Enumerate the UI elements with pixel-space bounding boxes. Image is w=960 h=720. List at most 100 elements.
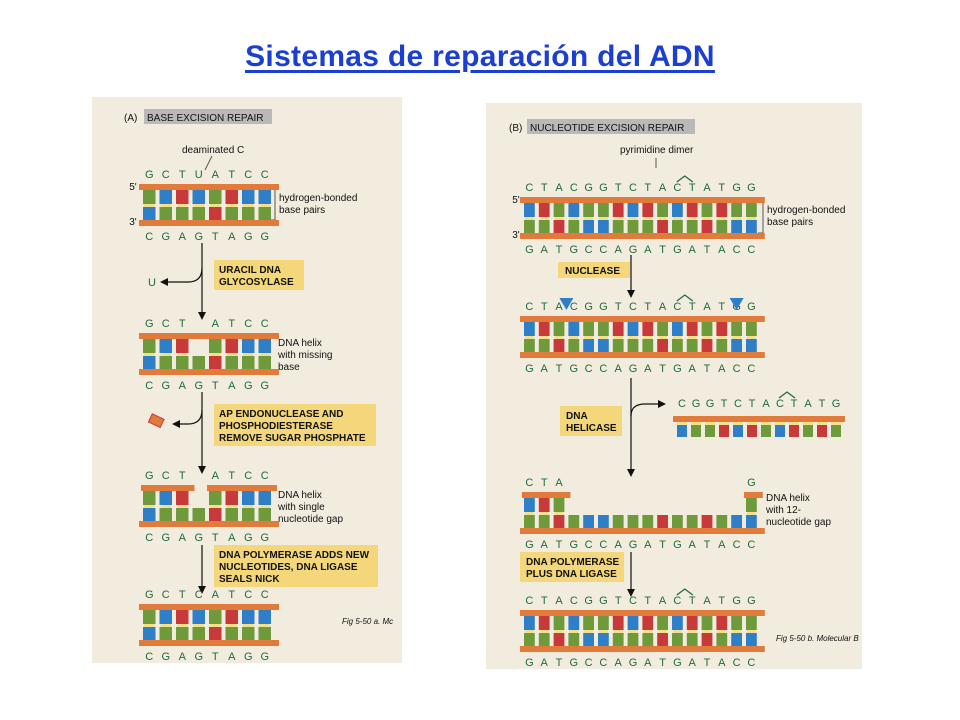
b3-bottom-letter-2: T <box>556 539 563 551</box>
b4-bottom-base-4 <box>583 633 594 646</box>
a4-bottom-base-2 <box>176 627 189 640</box>
b2-top-letter-3: C <box>570 301 578 313</box>
b3-bottom-letter-1: A <box>541 539 549 551</box>
a3-top-letter-6: C <box>244 470 252 482</box>
b3-bottom-base-9 <box>657 515 668 528</box>
b2-bottom-letter-6: A <box>615 363 623 375</box>
b3-bottom-base-15 <box>746 515 757 528</box>
b1-top-bond-13 <box>717 217 727 220</box>
a4-top-bond-0 <box>144 624 155 627</box>
b1-bottom-base-15 <box>746 220 757 233</box>
excised-letter-10: T <box>819 398 826 410</box>
a-strand-3: 3' <box>129 217 137 228</box>
a1-bottom-base-6 <box>242 207 255 220</box>
b4-bottom-base-11 <box>686 633 698 646</box>
b1-bottom-letter-13: A <box>718 244 726 256</box>
a4-top-letter-2: T <box>179 589 186 601</box>
b4-bottom-letter-12: T <box>704 657 711 669</box>
excised-base-2 <box>705 425 715 437</box>
a2-bottom-base-7 <box>258 356 271 369</box>
b1-top-letter-7: C <box>629 182 637 194</box>
b2-top-base-5 <box>598 322 609 336</box>
b4-top-bond-12 <box>702 630 712 633</box>
b1-top-bond-3 <box>569 217 579 220</box>
dna-polymerase-b-line-2: PLUS DNA LIGASE <box>526 569 617 580</box>
b1-top-letter-1: T <box>541 182 548 194</box>
a4-top-base-5 <box>225 610 238 624</box>
a3-bottom-letter-2: A <box>179 532 187 544</box>
b2-top-bond-13 <box>717 336 727 339</box>
panel-a-caption: Fig 5-50 a. Mc <box>342 617 393 626</box>
b2-bottom-base-7 <box>627 339 639 352</box>
a2-bottom-base-5 <box>225 356 238 369</box>
a3-bottom-backbone <box>139 521 279 527</box>
b2-top-bond-1 <box>539 336 549 339</box>
b1-bottom-letter-15: C <box>747 244 755 256</box>
b1-top-backbone <box>520 197 765 203</box>
b4-top-bond-15 <box>747 630 756 633</box>
b1-top-base-11 <box>686 203 698 217</box>
dna-polymerase-a-line-1: DNA POLYMERASE ADDS NEW <box>219 550 370 561</box>
b-strand-5: 5' <box>512 195 520 206</box>
b1-top-bond-12 <box>702 217 712 220</box>
b1-top-base-6 <box>612 203 624 217</box>
b3-bottom-base-7 <box>627 515 639 528</box>
helix-gap-b-label-2: with 12- <box>765 505 801 516</box>
panel-a-arrow-2-head <box>198 466 206 474</box>
nuclease-label: NUCLEASE <box>565 266 620 277</box>
dna-polymerase-a-box <box>214 545 378 587</box>
b2-top-letter-10: C <box>673 301 681 313</box>
panel-a-hbond-label-1: hydrogen-bonded <box>279 193 357 204</box>
b1-top-base-1 <box>538 203 550 217</box>
helix-gap-b-label-1: DNA helix <box>766 493 810 504</box>
b3-bottom-base-8 <box>642 515 654 528</box>
b2-top-bond-14 <box>732 336 741 339</box>
b1-bottom-base-11 <box>686 220 698 233</box>
b2-bottom-base-5 <box>598 339 609 352</box>
a4-top-base-6 <box>242 610 255 624</box>
excised-letter-11: G <box>832 398 841 410</box>
b3-bottom-letter-9: T <box>659 539 666 551</box>
a4-top-letter-3: C <box>195 589 203 601</box>
b4-top-base-8 <box>642 616 654 630</box>
a1-bottom-letter-1: G <box>161 231 170 243</box>
b4-top-base-11 <box>686 616 698 630</box>
page-title[interactable]: Sistemas de reparación del ADN <box>0 40 960 74</box>
b1-bottom-letter-0: G <box>525 244 534 256</box>
panel-b-branch-head <box>658 400 666 408</box>
a3-bottom-base-1 <box>159 508 172 521</box>
b1-top-bond-5 <box>599 217 608 220</box>
b3-top-bond-1 <box>539 512 549 515</box>
b2-top-base-9 <box>657 322 668 336</box>
a2-top-bond-5 <box>226 353 237 356</box>
panel-a-letter: (A) <box>124 113 137 124</box>
page-title-link[interactable]: Sistemas de reparación del ADN <box>245 40 715 73</box>
a2-top-base-7 <box>258 339 271 353</box>
a1-top-bond-5 <box>226 204 237 207</box>
b1-top-bond-14 <box>732 217 741 220</box>
b2-bottom-base-4 <box>583 339 594 352</box>
uracil-glycosylase-box <box>214 260 304 290</box>
b2-bottom-base-3 <box>568 339 580 352</box>
excised-bond-8 <box>789 422 799 425</box>
b1-top-base-15 <box>746 203 757 217</box>
b3-bottom-base-4 <box>583 515 594 528</box>
b1-top-bond-8 <box>643 217 653 220</box>
b2-top-bond-7 <box>628 336 638 339</box>
b3-bottom-letter-5: C <box>599 539 607 551</box>
excised-bond-11 <box>831 422 841 425</box>
excised-backbone <box>673 416 845 422</box>
b1-top-base-14 <box>731 203 742 217</box>
b2-bottom-base-13 <box>716 339 728 352</box>
a1-top-letter-4: A <box>212 169 220 181</box>
b1-top-letter-5: G <box>599 182 608 194</box>
b4-top-bond-5 <box>599 630 608 633</box>
b2-top-base-10 <box>672 322 683 336</box>
b1-bottom-base-1 <box>538 220 550 233</box>
a-strand-5: 5' <box>129 182 137 193</box>
a1-top-base-2 <box>176 190 189 204</box>
a2-top-base-5 <box>225 339 238 353</box>
b1-bottom-base-3 <box>568 220 580 233</box>
a1-top-letter-2: T <box>179 169 186 181</box>
